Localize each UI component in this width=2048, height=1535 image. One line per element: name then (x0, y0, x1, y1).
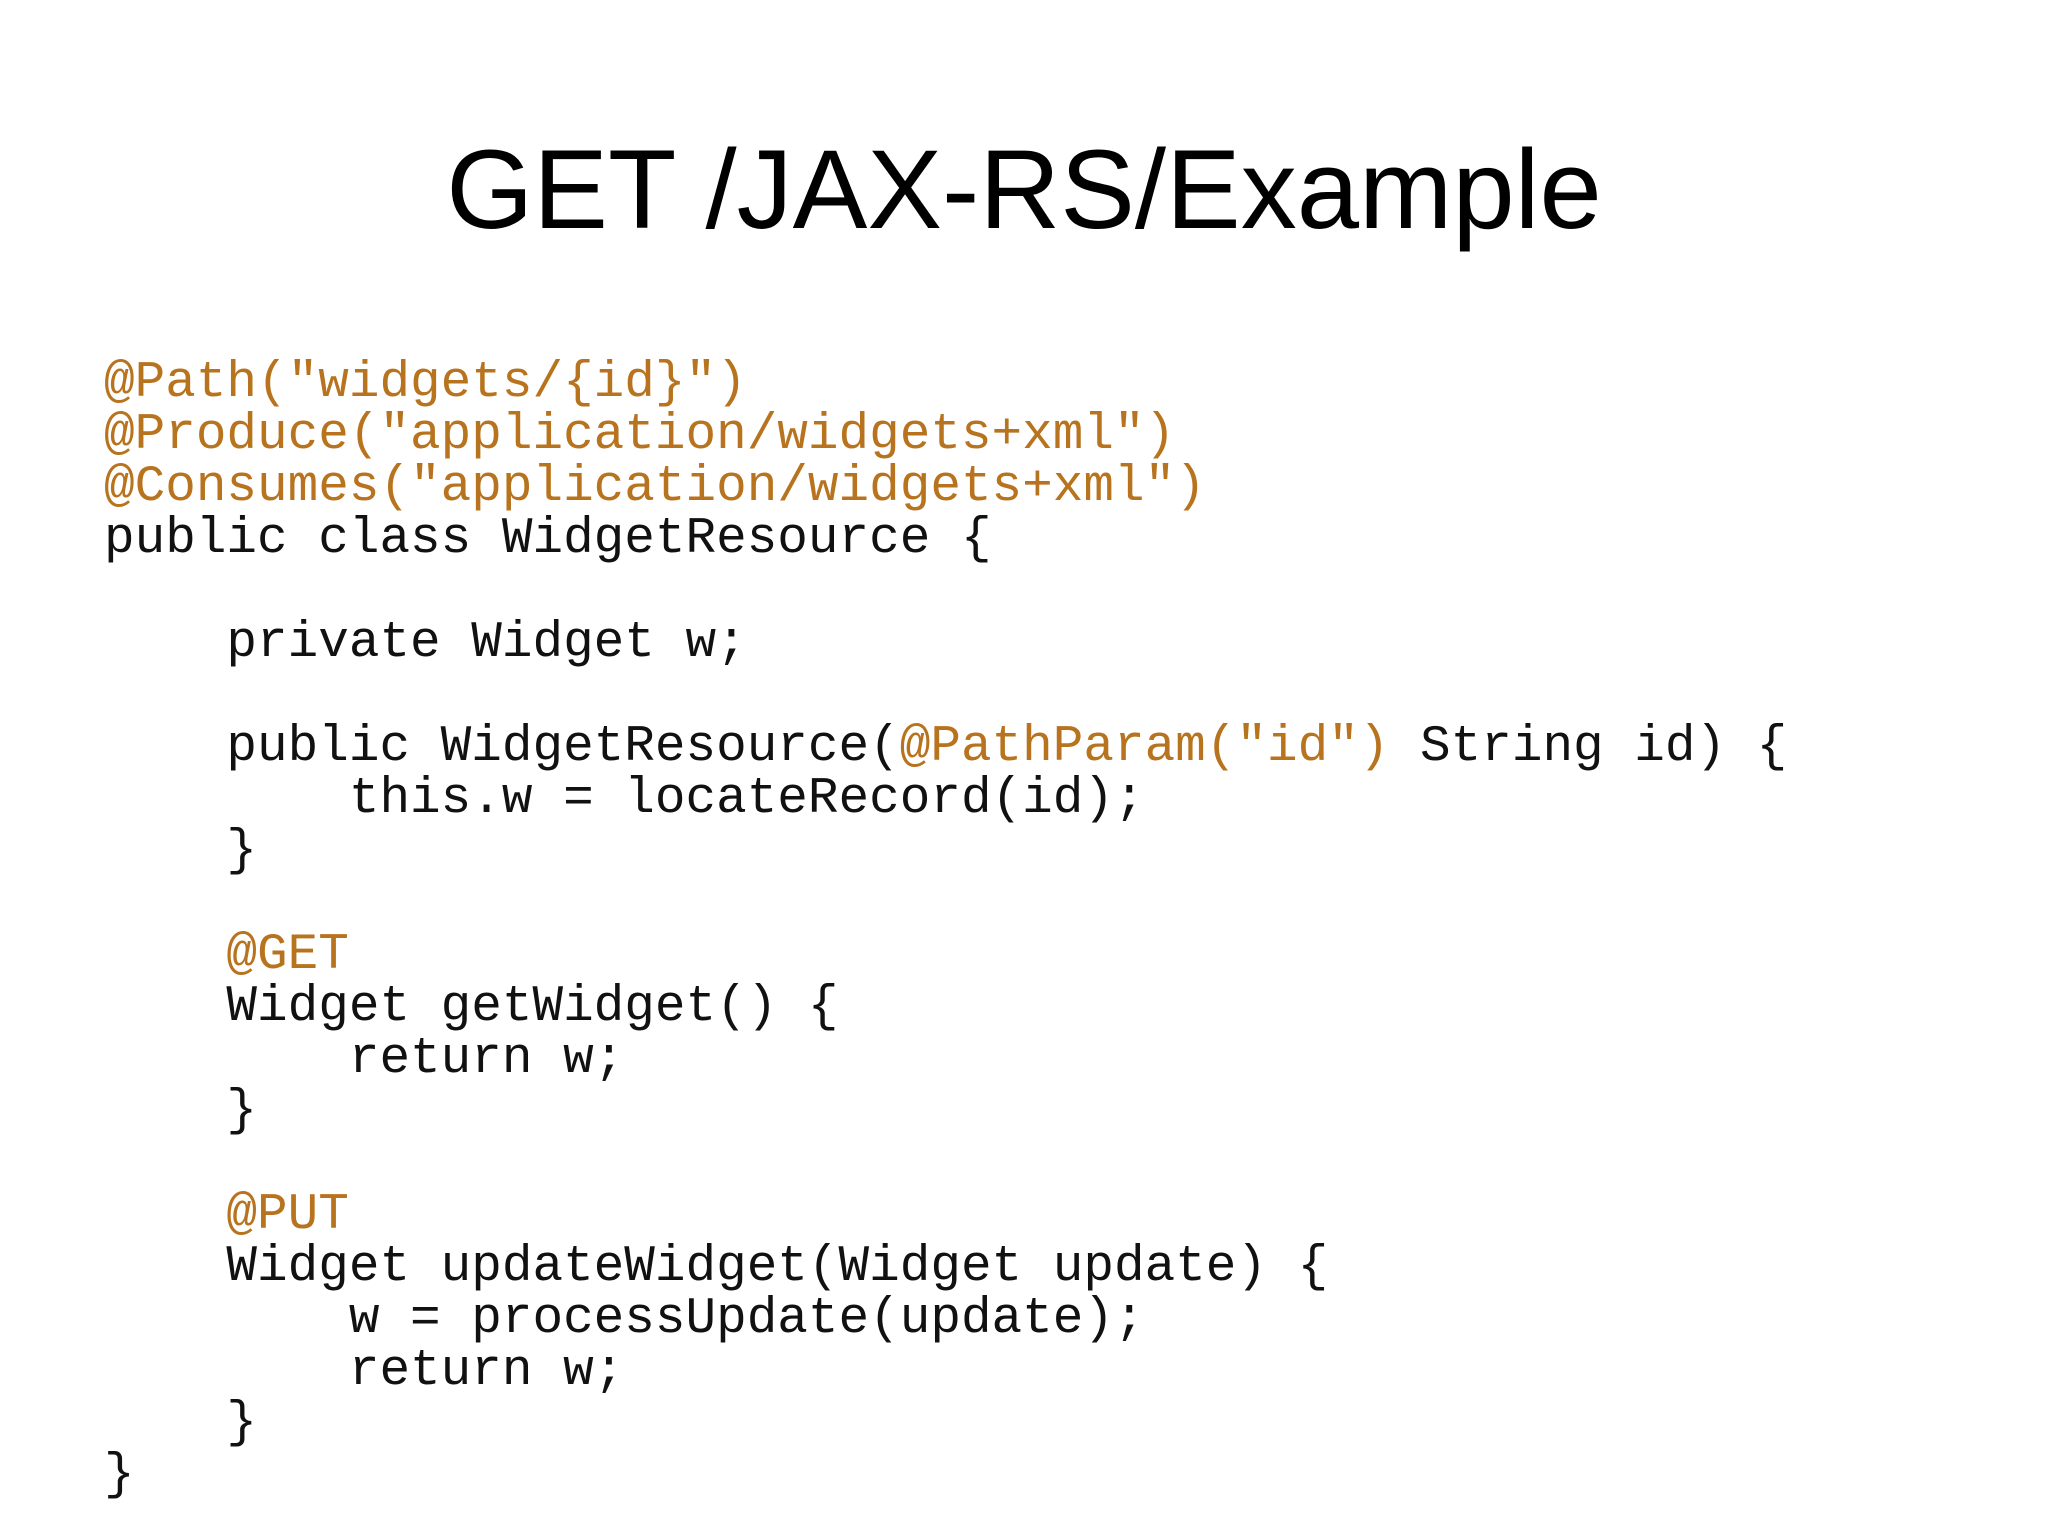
code-line: this.w = locateRecord(id); (104, 774, 1787, 826)
code-line (104, 878, 1787, 930)
code-annotation: @Consumes("application/widgets+xml") (104, 459, 1206, 516)
slide-title: GET /JAX-RS/Example (446, 127, 1602, 252)
code-text: Widget updateWidget(Widget update) { (104, 1239, 1329, 1296)
code-text: } (104, 823, 258, 880)
code-text: public class WidgetResource { (104, 511, 992, 568)
code-annotation: @Path("widgets/{id}") (104, 355, 747, 412)
code-text: public WidgetResource( (104, 719, 900, 776)
code-text: this.w = locateRecord(id); (104, 771, 1145, 828)
code-line: @GET (104, 930, 1787, 982)
code-text: } (104, 1083, 258, 1140)
code-text: return w; (104, 1343, 625, 1400)
code-annotation: @PathParam("id") (899, 719, 1390, 776)
code-line (104, 1138, 1787, 1190)
code-line: } (104, 1450, 1787, 1502)
code-line: return w; (104, 1346, 1787, 1398)
code-line: public class WidgetResource { (104, 514, 1787, 566)
code-line: @Path("widgets/{id}") (104, 358, 1787, 410)
code-annotation: @GET (104, 927, 349, 984)
code-line: } (104, 1398, 1787, 1450)
code-line: w = processUpdate(update); (104, 1294, 1787, 1346)
code-line: } (104, 826, 1787, 878)
code-block: @Path("widgets/{id}")@Produce("applicati… (104, 358, 1787, 1502)
code-line: @Consumes("application/widgets+xml") (104, 462, 1787, 514)
code-line: private Widget w; (104, 618, 1787, 670)
code-line: Widget updateWidget(Widget update) { (104, 1242, 1787, 1294)
code-line (104, 566, 1787, 618)
code-text: } (104, 1447, 135, 1504)
code-text: w = processUpdate(update); (104, 1291, 1145, 1348)
code-line (104, 670, 1787, 722)
code-text: } (104, 1395, 258, 1452)
code-line: @PUT (104, 1190, 1787, 1242)
code-line: } (104, 1086, 1787, 1138)
code-text: Widget getWidget() { (104, 979, 839, 1036)
code-line: return w; (104, 1034, 1787, 1086)
code-annotation: @PUT (104, 1187, 349, 1244)
code-annotation: @Produce("application/widgets+xml") (104, 407, 1176, 464)
code-line: @Produce("application/widgets+xml") (104, 410, 1787, 462)
code-text: private Widget w; (104, 615, 747, 672)
code-line: Widget getWidget() { (104, 982, 1787, 1034)
code-text: String id) { (1389, 719, 1788, 776)
code-text: return w; (104, 1031, 625, 1088)
code-line: public WidgetResource(@PathParam("id") S… (104, 722, 1787, 774)
